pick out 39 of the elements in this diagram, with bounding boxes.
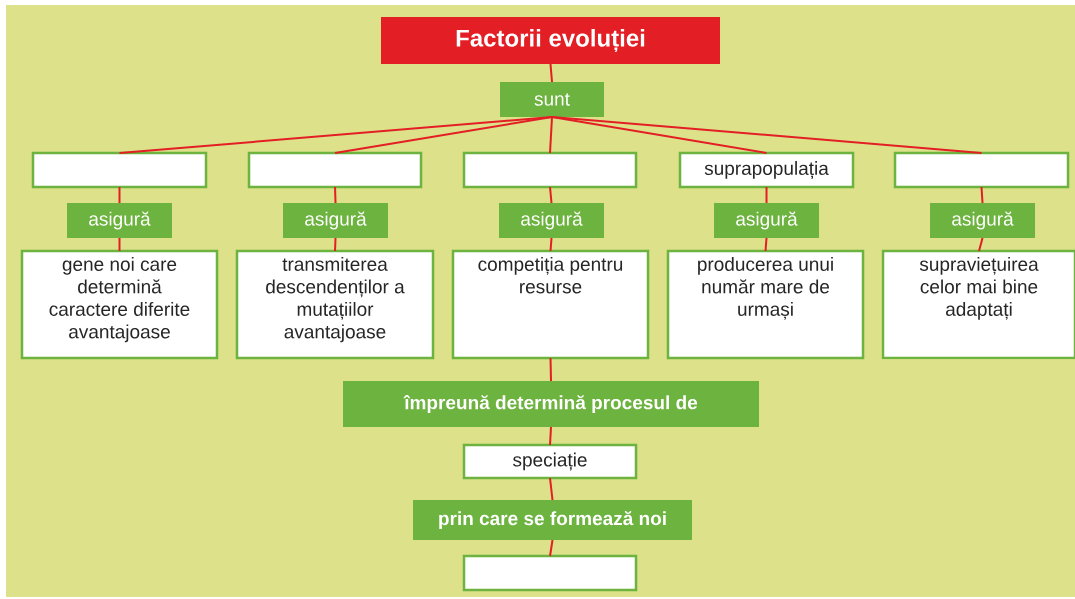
concept-box: supraviețuirea celor mai bine adaptați — [881, 249, 1075, 360]
concept-box: speciație — [462, 443, 638, 480]
connector-label-box: asigură — [499, 203, 604, 238]
concept-box: producerea unui număr mare de urmași — [666, 249, 865, 360]
connector-line — [334, 116, 553, 154]
connector-line — [334, 237, 337, 252]
concept-box: suprapopulația — [678, 151, 855, 189]
blank-box — [462, 554, 638, 592]
connector-line — [549, 539, 554, 557]
connector-line — [551, 116, 983, 154]
concept-box: transmiterea descendenților a mutațiilor avantajoase — [235, 249, 435, 360]
connector-line — [549, 426, 552, 446]
connector-line — [549, 63, 553, 83]
connector-label-box: împreună determină procesul de — [343, 381, 759, 427]
connector-label-box: asigură — [67, 203, 172, 238]
connector-line — [549, 116, 553, 154]
connector-line — [764, 237, 768, 252]
connector-line — [118, 186, 121, 204]
connector-label-box: asigură — [283, 203, 388, 238]
connector-line — [978, 237, 984, 252]
connector-label-box: asigură — [714, 203, 819, 238]
concept-box: gene noi care determină caractere diferite avantajoase — [20, 249, 219, 360]
connector-line — [549, 237, 553, 252]
blank-box — [247, 151, 423, 189]
connector-label-box: sunt — [500, 82, 604, 117]
blank-box — [893, 151, 1070, 189]
connector-line — [549, 186, 553, 204]
connector-line — [980, 186, 984, 204]
blank-box — [462, 151, 638, 189]
connector-line — [334, 186, 337, 204]
connector-line — [765, 186, 768, 204]
connector-line — [549, 477, 554, 501]
connector-line — [118, 237, 121, 252]
connector-line — [549, 357, 552, 382]
concept-box: competiția pentru resurse — [451, 249, 650, 360]
blank-box — [31, 151, 208, 189]
title-box: Factorii evoluției — [381, 17, 720, 64]
connector-label-box: asigură — [930, 203, 1035, 238]
connector-label-box: prin care se formează noi — [413, 500, 692, 540]
